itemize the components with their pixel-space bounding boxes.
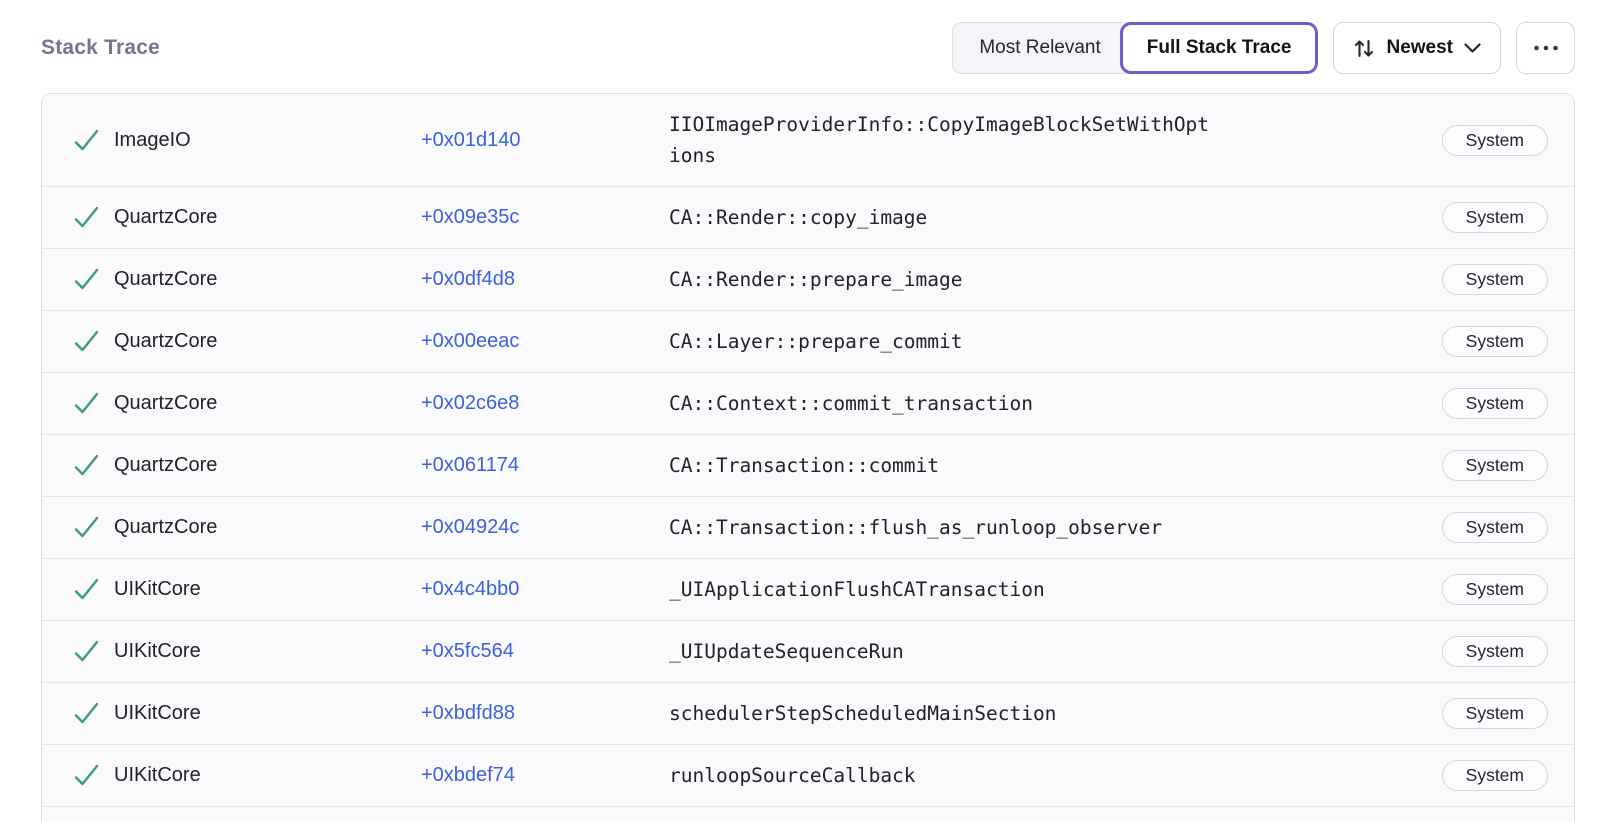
frame-address-link[interactable]: +0xbdfd88 <box>421 702 515 724</box>
frame-address-link[interactable]: +0x4c4bb0 <box>421 578 520 600</box>
frame-function: CA::Render::copy_image <box>669 206 928 229</box>
view-option-full-stack-trace[interactable]: Full Stack Trace <box>1119 22 1319 74</box>
frame-module: QuartzCore <box>114 454 218 476</box>
frame-function: IIOImageProviderInfo::CopyImageBlockSetW… <box>669 113 1210 167</box>
frame-address-link[interactable]: +0x061174 <box>421 454 520 476</box>
frame-system-badge: System <box>1441 574 1548 605</box>
stack-frame-row[interactable]: UIKitCore +0x4c4bb0 _UIApplicationFlushC… <box>42 559 1574 621</box>
checkmark-icon <box>73 266 114 293</box>
checkmark-icon <box>73 127 114 154</box>
frame-function: _UIUpdateSequenceRun <box>669 640 904 663</box>
frame-address-link[interactable]: +0x00eeac <box>421 330 520 352</box>
more-options-button[interactable] <box>1516 22 1575 74</box>
frame-module: UIKitCore <box>114 578 201 600</box>
view-option-label: Full Stack Trace <box>1146 37 1292 58</box>
stack-trace-panel: ImageIO +0x01d140 IIOImageProviderInfo::… <box>41 93 1575 822</box>
frame-system-badge: System <box>1441 450 1548 481</box>
frame-address-link[interactable]: +0x5fc564 <box>421 640 514 662</box>
frame-address-link[interactable]: +0x09e35c <box>421 206 520 228</box>
checkmark-icon <box>73 328 114 355</box>
stack-frame-row[interactable]: UIKitCore +0xbdfd88 schedulerStepSchedul… <box>42 683 1574 745</box>
frame-function: _UIApplicationFlushCATransaction <box>669 578 1045 601</box>
stack-frame-row[interactable]: QuartzCore +0x09e35c CA::Render::copy_im… <box>42 187 1574 249</box>
frame-function: runloopSourceCallback <box>669 764 916 787</box>
frame-module: QuartzCore <box>114 516 218 538</box>
frame-function: CA::Transaction::commit <box>669 454 940 477</box>
stack-frame-row[interactable]: QuartzCore +0x0df4d8 CA::Render::prepare… <box>42 249 1574 311</box>
frame-address-link[interactable]: +0x0df4d8 <box>421 268 515 290</box>
view-toggle: Most Relevant Full Stack Trace <box>952 22 1319 74</box>
view-option-most-relevant[interactable]: Most Relevant <box>952 22 1136 74</box>
frame-module: UIKitCore <box>114 702 201 724</box>
frame-function: CA::Transaction::flush_as_runloop_observ… <box>669 516 1163 539</box>
checkmark-icon <box>73 390 114 417</box>
stack-frame-row[interactable]: QuartzCore +0x061174 CA::Transaction::co… <box>42 435 1574 497</box>
checkmark-icon <box>73 762 114 789</box>
frame-module: QuartzCore <box>114 268 218 290</box>
frame-module: UIKitCore <box>114 640 201 662</box>
chevron-down-icon <box>1464 42 1481 54</box>
stack-frame-row[interactable]: QuartzCore +0x04924c CA::Transaction::fl… <box>42 497 1574 559</box>
checkmark-icon <box>73 638 114 665</box>
stack-frame-row[interactable]: ImageIO +0x01d140 IIOImageProviderInfo::… <box>42 94 1574 187</box>
frame-system-badge: System <box>1441 326 1548 357</box>
frame-address-link[interactable]: +0xbdef74 <box>421 764 515 786</box>
frame-address-link[interactable]: +0x02c6e8 <box>421 392 520 414</box>
frame-system-badge: System <box>1441 636 1548 667</box>
frame-module: QuartzCore <box>114 206 218 228</box>
checkmark-icon <box>73 700 114 727</box>
toolbar: Most Relevant Full Stack Trace Newest <box>952 22 1575 74</box>
frame-module: UIKitCore <box>114 764 201 786</box>
sort-arrows-icon <box>1353 37 1375 60</box>
sort-dropdown-button[interactable]: Newest <box>1333 22 1501 74</box>
frame-system-badge: System <box>1441 698 1548 729</box>
ellipsis-icon <box>1533 45 1559 51</box>
checkmark-icon <box>73 452 114 479</box>
frame-function: CA::Context::commit_transaction <box>669 392 1033 415</box>
frame-system-badge: System <box>1441 264 1548 295</box>
checkmark-icon <box>73 514 114 541</box>
frame-system-badge: System <box>1441 760 1548 791</box>
sort-label: Newest <box>1386 37 1453 58</box>
stack-frame-row[interactable]: UIKitCore +0x5fc564 _UIUpdateSequenceRun… <box>42 621 1574 683</box>
frame-module: QuartzCore <box>114 330 218 352</box>
frame-system-badge: System <box>1441 202 1548 233</box>
stack-frame-row[interactable]: QuartzCore +0x00eeac CA::Layer::prepare_… <box>42 311 1574 373</box>
frame-function: schedulerStepScheduledMainSection <box>669 702 1057 725</box>
frame-address-link[interactable]: +0x04924c <box>421 516 520 538</box>
frame-function: CA::Render::prepare_image <box>669 268 963 291</box>
stack-frame-row[interactable]: QuartzCore +0x02c6e8 CA::Context::commit… <box>42 373 1574 435</box>
page-title: Stack Trace <box>41 36 160 59</box>
stack-frame-row[interactable]: UIKitCore +0xbdef74 runloopSourceCallbac… <box>42 745 1574 807</box>
frame-function: CA::Layer::prepare_commit <box>669 330 963 353</box>
checkmark-icon <box>73 204 114 231</box>
frame-module: ImageIO <box>114 128 191 151</box>
frame-system-badge: System <box>1441 124 1548 156</box>
frame-system-badge: System <box>1441 388 1548 419</box>
frame-address-link[interactable]: +0x01d140 <box>421 128 521 151</box>
view-option-label: Most Relevant <box>979 37 1101 58</box>
stack-trace-header: Stack Trace Most Relevant Full Stack Tra… <box>0 0 1614 74</box>
checkmark-icon <box>73 576 114 603</box>
frame-system-badge: System <box>1441 512 1548 543</box>
frame-module: QuartzCore <box>114 392 218 414</box>
